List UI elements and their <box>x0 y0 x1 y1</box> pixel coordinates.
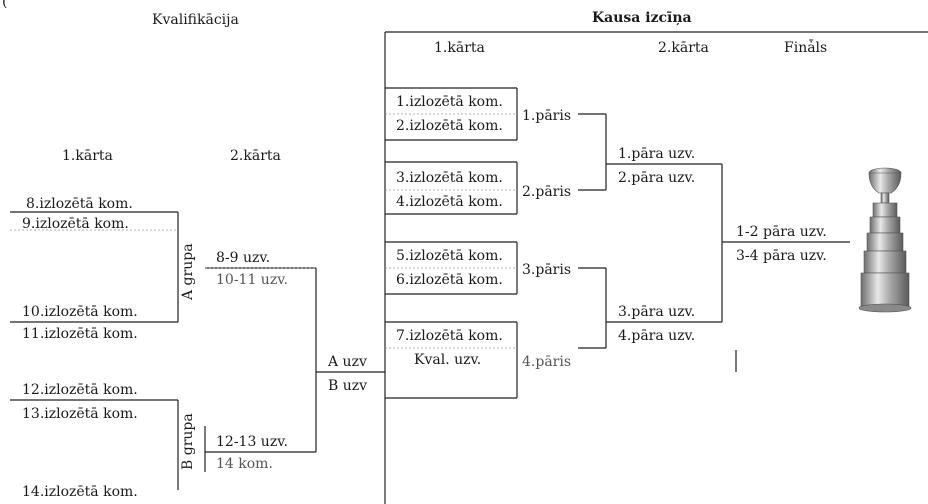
qualification-title: Kvalifikācija <box>152 12 239 28</box>
qual-team: 14.izlozētā kom. <box>22 484 138 500</box>
qual-a-winner: 10-11 uzv. <box>216 272 288 288</box>
qual-round1-header: 1.kārta <box>62 148 113 164</box>
qual-team: 9.izlozētā kom. <box>22 216 129 232</box>
cup-team: 7.izlozētā kom. <box>396 328 503 344</box>
cup-team: 5.izlozētā kom. <box>396 248 503 264</box>
round2-entry: 4.pāra uzv. <box>618 328 696 344</box>
cup-round1-header: 1.kārta <box>434 40 485 56</box>
cup-team: 1.izlozētā kom. <box>396 94 503 110</box>
qual-team: 8.izlozētā kom. <box>26 196 133 212</box>
qual-a-winner: 8-9 uzv. <box>216 250 271 266</box>
round2-entry: 1.pāra uzv. <box>618 146 696 162</box>
cup-team: 3.izlozētā kom. <box>396 170 503 186</box>
qual-team: 10.izlozētā kom. <box>22 304 138 320</box>
cup-round2-header: 2.kārta <box>658 40 709 56</box>
cup-team: 6.izlozētā kom. <box>396 272 503 288</box>
pair-label: 3.pāris <box>522 262 572 278</box>
qual-round2-header: 2.kārta <box>230 148 281 164</box>
pair-label: 4.pāris <box>522 354 572 370</box>
group-b-label: B grupa <box>180 413 196 470</box>
pair-label: 1.pāris <box>522 108 572 124</box>
round2-entry: 2.pāra uzv. <box>618 170 696 186</box>
final-header: Finǡls <box>784 40 828 56</box>
qual-team: 13.izlozētā kom. <box>22 406 138 422</box>
pair-label: 2.pāris <box>522 184 572 200</box>
cup-team: 2.izlozētā kom. <box>396 118 503 134</box>
final-entry: 1-2 pāra uzv. <box>736 224 827 240</box>
trophy-cup-icon <box>858 167 912 313</box>
final-entry: 3-4 pāra uzv. <box>736 248 827 264</box>
round2-entry: 3.pāra uzv. <box>618 304 696 320</box>
cup-team: Kval. uzv. <box>414 352 482 368</box>
qual-b-winner: 12-13 uzv. <box>216 434 288 450</box>
cup-team: 4.izlozētā kom. <box>396 194 503 210</box>
qual-final-a: A uzv <box>328 354 367 370</box>
qual-b-winner: 14 kom. <box>216 456 273 472</box>
top-fragment: ( <box>2 0 8 10</box>
qual-final-b: B uzv <box>328 378 368 394</box>
qual-team: 12.izlozētā kom. <box>22 382 138 398</box>
group-a-label: A grupa <box>180 243 196 300</box>
cup-title: Kausa izcīņa <box>592 10 692 26</box>
qual-team: 11.izlozētā kom. <box>22 326 138 342</box>
